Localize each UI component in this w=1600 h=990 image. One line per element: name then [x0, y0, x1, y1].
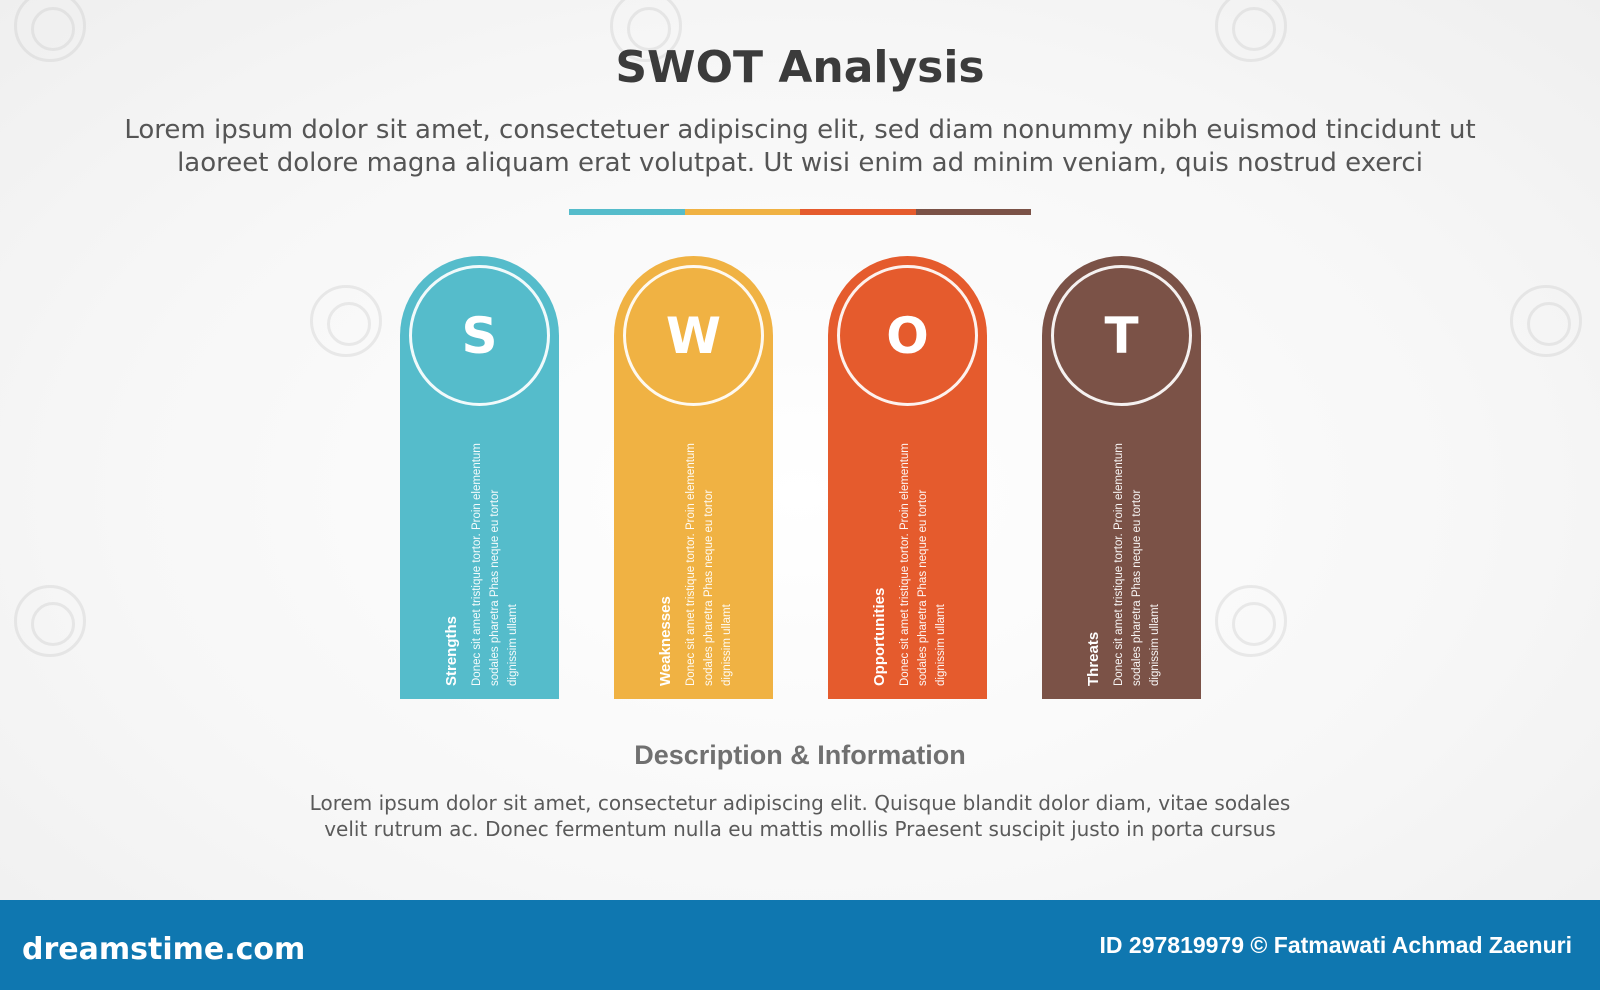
- letter-circle: O: [837, 265, 978, 406]
- pillar-body: Donec sit amet tristique tortor. Proin e…: [685, 443, 733, 686]
- watermark-icon: [1215, 0, 1287, 62]
- watermark-icon: [310, 285, 382, 357]
- divider-segment-weaknesses: [684, 209, 800, 215]
- image-credit: ID 297819979 © Fatmawati Achmad Zaenuri: [1099, 932, 1572, 958]
- divider-segment-opportunities: [800, 209, 916, 215]
- pillar-label: Weaknesses: [657, 596, 674, 686]
- pillar-opportunities: O Opportunities Donec sit amet tristique…: [828, 256, 987, 699]
- pillar-threats: T Threats Donec sit amet tristique torto…: [1042, 256, 1201, 699]
- watermark-icon: [610, 0, 682, 62]
- watermark-icon: [14, 0, 86, 62]
- pillar-weaknesses: W Weaknesses Donec sit amet tristique to…: [614, 256, 773, 699]
- letter-circle: T: [1051, 265, 1192, 406]
- brand-logo[interactable]: dreamstime.com: [22, 932, 306, 967]
- footer-bar: dreamstime.com ID 297819979 © Fatmawati …: [0, 900, 1600, 990]
- description-line: velit rutrum ac. Donec fermentum nulla e…: [324, 817, 1276, 841]
- pillar-label: Threats: [1085, 631, 1102, 686]
- pillar-label: Strengths: [443, 615, 460, 686]
- watermark-icon: [14, 585, 86, 657]
- pillar-text: Opportunities Donec sit amet tristique t…: [870, 441, 960, 686]
- pillar-strengths: S Strengths Donec sit amet tristique tor…: [400, 256, 559, 699]
- pillar-text: Weaknesses Donec sit amet tristique tort…: [656, 441, 746, 686]
- pillar-text: Threats Donec sit amet tristique tortor.…: [1084, 441, 1174, 686]
- pillar-body: Donec sit amet tristique tortor. Proin e…: [1113, 443, 1161, 686]
- description-body: Lorem ipsum dolor sit amet, consectetur …: [250, 790, 1350, 842]
- subtitle-line: laoreet dolore magna aliquam erat volutp…: [177, 148, 1423, 178]
- page-title: SWOT Analysis: [615, 42, 985, 93]
- description-line: Lorem ipsum dolor sit amet, consectetur …: [309, 791, 1291, 815]
- page-subtitle: Lorem ipsum dolor sit amet, consectetuer…: [100, 114, 1500, 180]
- pillar-body: Donec sit amet tristique tortor. Proin e…: [471, 443, 519, 686]
- pillar-body: Donec sit amet tristique tortor. Proin e…: [899, 443, 947, 686]
- color-divider: [569, 209, 1031, 215]
- description-title: Description & Information: [634, 740, 966, 770]
- divider-segment-strengths: [569, 209, 685, 215]
- divider-segment-threats: [915, 209, 1031, 215]
- subtitle-line: Lorem ipsum dolor sit amet, consectetuer…: [124, 115, 1476, 145]
- watermark-icon: [1215, 585, 1287, 657]
- letter-circle: W: [623, 265, 764, 406]
- letter-circle: S: [409, 265, 550, 406]
- pillar-text: Strengths Donec sit amet tristique torto…: [442, 441, 532, 686]
- pillar-label: Opportunities: [871, 587, 888, 686]
- watermark-icon: [1510, 285, 1582, 357]
